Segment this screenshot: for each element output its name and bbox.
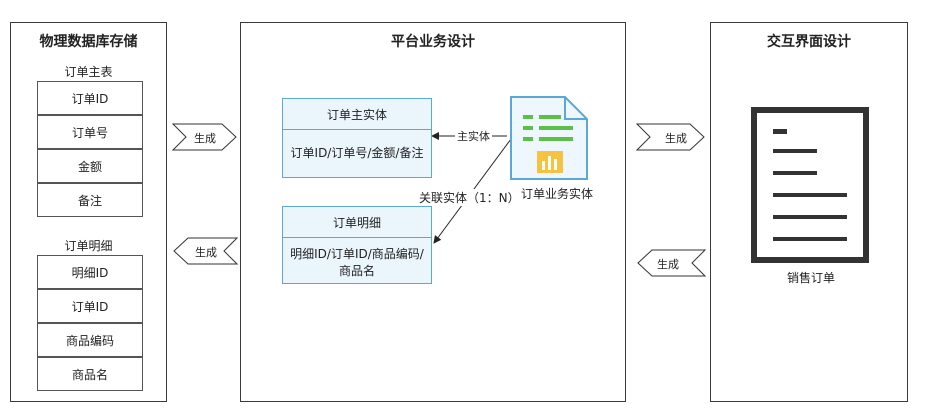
main-table-field-1: 订单ID [37, 81, 143, 115]
detail-entity-title: 订单明细 [283, 207, 431, 238]
main-entity-title: 订单主实体 [283, 99, 431, 130]
business-entity-label: 订单业务实体 [521, 187, 594, 201]
generate-arrow-left-1 [173, 237, 238, 265]
detail-entity-fields: 明细ID/订单ID/商品编码/商品名 [290, 247, 424, 278]
ui-design-panel: 交互界面设计 销售订单 [710, 22, 908, 402]
order-detail-table-title: 订单明细 [64, 239, 113, 253]
generate-label-1: 生成 [194, 132, 216, 145]
order-main-table-title: 订单主表 [64, 65, 113, 79]
main-table-field-4: 备注 [37, 183, 143, 217]
detail-table-field-1: 明细ID [37, 255, 143, 289]
main-entity-link-label: 主实体 [455, 128, 492, 144]
detail-table-field-3: 商品编码 [37, 323, 143, 357]
document-icon [751, 107, 869, 263]
related-entity-link-label: 关联实体（1：N） [419, 189, 520, 206]
physical-storage-title: 物理数据库存储 [39, 34, 138, 50]
main-entity-box: 订单主实体 订单ID/订单号/金额/备注 [282, 98, 432, 178]
platform-design-panel: 平台业务设计 主实体 关联实体（1：N） 订单主实体 订单ID/订单号/金额/备… [240, 22, 626, 402]
generate-arrow-right-1 [172, 123, 237, 151]
generate-label-4: 生成 [657, 258, 679, 271]
main-entity-fields: 订单ID/订单号/金额/备注 [290, 146, 424, 160]
detail-entity-box: 订单明细 明细ID/订单ID/商品编码/商品名 [282, 206, 432, 284]
platform-design-title: 平台业务设计 [391, 34, 475, 50]
main-table-field-2: 订单号 [37, 115, 143, 149]
detail-table-field-4: 商品名 [37, 357, 143, 391]
detail-table-field-2: 订单ID [37, 289, 143, 323]
main-table-field-3: 金额 [37, 149, 143, 183]
ui-design-title: 交互界面设计 [767, 34, 851, 50]
document-label: 销售订单 [787, 271, 836, 285]
generate-arrow-left-2 [637, 249, 706, 277]
generate-arrow-right-2 [636, 123, 705, 151]
physical-storage-panel: 物理数据库存储 订单主表 订单ID 订单号 金额 备注 订单明细 明细ID 订单… [10, 22, 167, 402]
generate-label-2: 生成 [195, 246, 217, 259]
business-entity-icon [510, 96, 588, 180]
generate-label-3: 生成 [665, 132, 687, 145]
